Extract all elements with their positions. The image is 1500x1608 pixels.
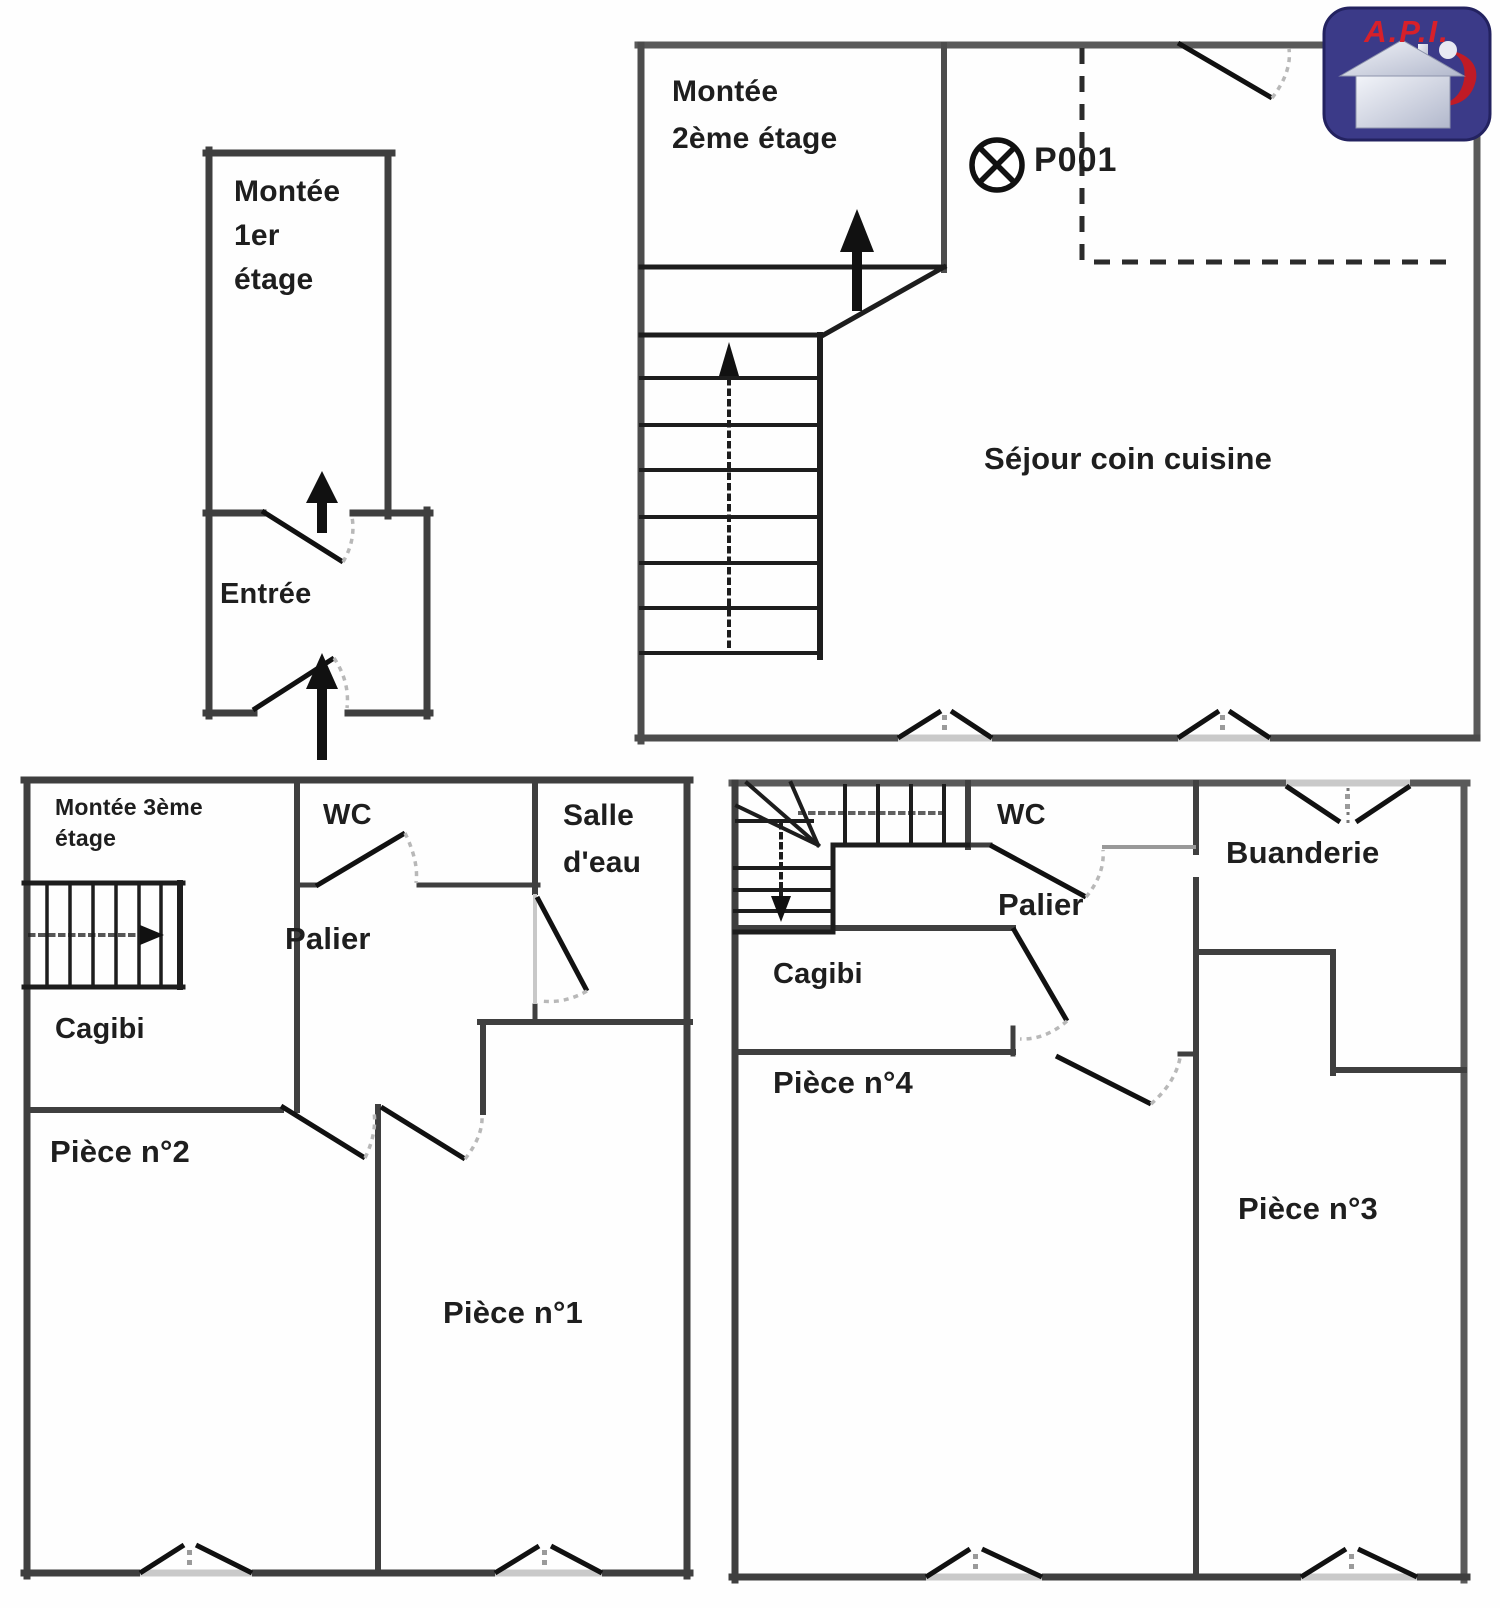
agency-logo: A.P.I. bbox=[1322, 6, 1492, 142]
label-landing-second-floor: Palier bbox=[285, 921, 371, 956]
label-landing-third-floor: Palier bbox=[998, 887, 1084, 922]
label-stair-to-second-floor: Montée 2ème étage bbox=[672, 75, 838, 155]
windows-first-floor bbox=[896, 708, 1272, 742]
stair-direction-arrow-icon bbox=[719, 342, 739, 376]
label-living-room: Séjour coin cuisine bbox=[984, 441, 1273, 476]
logo-red-swoosh bbox=[1436, 41, 1477, 107]
label-closet-third-floor: Cagibi bbox=[773, 958, 863, 990]
label-room-4: Pièce n°4 bbox=[773, 1065, 913, 1100]
plan-third-floor-doors bbox=[988, 842, 1182, 1107]
label-room-2: Pièce n°2 bbox=[50, 1134, 190, 1169]
label-entry: Entrée bbox=[220, 578, 312, 610]
logo-house-icon bbox=[1338, 39, 1466, 129]
agency-logo-graphic bbox=[1322, 6, 1492, 142]
door-point-symbol bbox=[969, 137, 1025, 193]
plan-second-floor-stairs bbox=[21, 880, 186, 990]
label-closet-second-floor: Cagibi bbox=[55, 1013, 145, 1045]
stair-direction-arrow-icon bbox=[771, 896, 791, 922]
plan-third-floor-walls bbox=[728, 779, 1471, 1584]
label-stair-to-third-floor: Montée 3ème étage bbox=[55, 794, 203, 851]
plan-second-floor-walls bbox=[20, 776, 694, 1580]
plan-third-floor-stairs bbox=[732, 780, 971, 935]
label-laundry: Buanderie bbox=[1226, 835, 1380, 870]
windows-third-floor bbox=[924, 779, 1419, 1581]
label-wc-third-floor: WC bbox=[997, 799, 1046, 831]
agency-logo-text: A.P.I. bbox=[1364, 14, 1450, 49]
up-arrow-icons-entrance bbox=[306, 471, 338, 760]
plan-entrance bbox=[202, 146, 434, 720]
label-stair-to-first-floor: Montée 1er étage bbox=[234, 175, 341, 296]
entry-door-swing-first-floor bbox=[1176, 40, 1292, 101]
stair-direction-arrow-icon bbox=[140, 925, 164, 945]
plan-first-floor-stairs bbox=[638, 263, 948, 660]
label-wc-second-floor: WC bbox=[323, 799, 372, 831]
label-shower-room: Salle d'eau bbox=[563, 799, 642, 879]
label-door-id: P001 bbox=[1034, 141, 1118, 179]
label-room-3: Pièce n°3 bbox=[1238, 1191, 1378, 1226]
plan-second-floor-doors bbox=[279, 830, 590, 1162]
windows-second-floor bbox=[138, 1542, 604, 1577]
projection-dashed-lines bbox=[1079, 48, 1448, 265]
label-room-1: Pièce n°1 bbox=[443, 1295, 583, 1330]
up-arrow-icon-first-floor bbox=[840, 209, 874, 311]
